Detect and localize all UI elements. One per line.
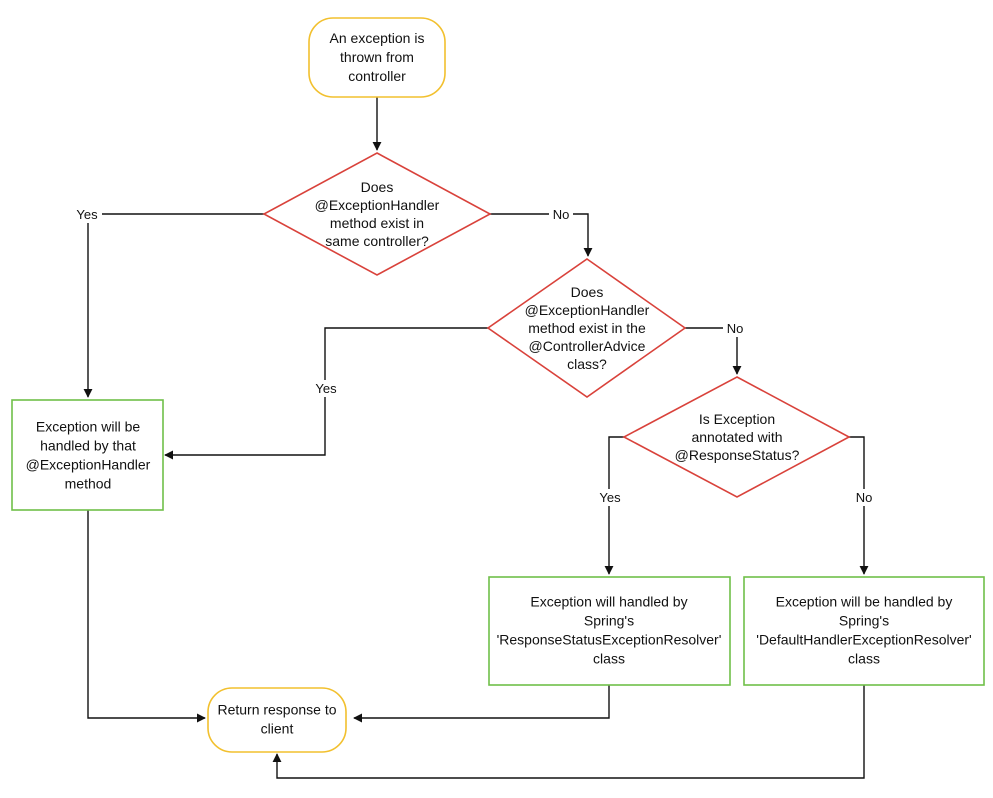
node-text-line: method	[65, 476, 112, 492]
node-end: Return response to client	[207, 687, 347, 753]
edge-label-advice-no: No	[727, 321, 744, 336]
node-end-text: Return response to client	[217, 702, 336, 737]
node-decision-same-controller: Does @ExceptionHandler method exist in same…	[262, 152, 492, 276]
edge-response-status-to-end	[353, 685, 610, 723]
node-handled-by-default-resolver-text: Exception will be handled by Spring's 'Def…	[756, 594, 971, 667]
edge-decision-status-yes	[604, 436, 624, 575]
node-handled-by-response-status-resolver: Exception will handled by Spring's 'Respon…	[488, 576, 731, 686]
node-text-line: 'ResponseStatusExceptionResolver'	[497, 632, 722, 648]
node-text-line: 'DefaultHandlerExceptionResolver'	[756, 632, 971, 648]
node-text-line: Does	[571, 284, 604, 300]
node-start: An exception is thrown from controller	[308, 17, 446, 98]
node-text-line: An exception is	[330, 30, 425, 46]
edge-label-status-yes: Yes	[599, 490, 621, 505]
node-handled-by-default-resolver: Exception will be handled by Spring's 'Def…	[743, 576, 985, 686]
node-handled-by-response-status-resolver-text: Exception will handled by Spring's 'Respon…	[497, 594, 722, 667]
node-text-line: Exception will be	[36, 419, 140, 435]
node-text-line: handled by that	[40, 438, 136, 454]
node-text-line: class	[848, 651, 880, 667]
node-text-line: Does	[361, 179, 394, 195]
node-text-line: annotated with	[691, 429, 782, 445]
node-decision-controller-advice-text: Does @ExceptionHandler method exist in the…	[525, 284, 650, 372]
node-decision-response-status: Is Exception annotated with @ResponseStatu…	[622, 376, 851, 498]
edge-decision-same-no	[490, 213, 593, 257]
edge-label-same-yes: Yes	[76, 207, 98, 222]
edge-default-to-end	[272, 685, 865, 779]
node-decision-same-controller-text: Does @ExceptionHandler method exist in same…	[315, 179, 440, 249]
node-text-line: controller	[348, 68, 406, 84]
node-text-line: Return response to	[217, 702, 336, 718]
node-decision-controller-advice: Does @ExceptionHandler method exist in the…	[486, 258, 687, 398]
node-text-line: client	[261, 721, 294, 737]
node-text-line: @ExceptionHandler	[525, 302, 650, 318]
edge-label-status-no: No	[856, 490, 873, 505]
edge-decision-same-yes	[83, 213, 264, 398]
node-text-line: Spring's	[584, 613, 634, 629]
node-start-text: An exception is thrown from controller	[330, 30, 425, 84]
edge-labels: Yes No Yes No Yes No	[72, 206, 876, 506]
node-text-line: Is Exception	[699, 411, 775, 427]
node-text-line: method exist in the	[528, 320, 646, 336]
node-handled-by-handler-text: Exception will be handled by that @Excepti…	[26, 419, 151, 492]
edge-handler-to-end	[87, 510, 206, 723]
node-text-line: same controller?	[325, 233, 429, 249]
node-text-line: @ControllerAdvice	[529, 338, 646, 354]
edge-decision-status-no	[849, 436, 869, 575]
node-text-line: Spring's	[839, 613, 889, 629]
node-text-line: @ExceptionHandler	[315, 197, 440, 213]
node-decision-response-status-text: Is Exception annotated with @ResponseStatu…	[675, 411, 800, 463]
node-text-line: class?	[567, 356, 607, 372]
node-text-line: @ExceptionHandler	[26, 457, 151, 473]
edge-label-same-no: No	[553, 207, 570, 222]
edge-label-advice-yes: Yes	[315, 381, 337, 396]
node-text-line: class	[593, 651, 625, 667]
node-handled-by-handler: Exception will be handled by that @Excepti…	[11, 399, 164, 511]
node-text-line: Exception will handled by	[530, 594, 687, 610]
node-text-line: Exception will be handled by	[776, 594, 953, 610]
node-text-line: @ResponseStatus?	[675, 447, 800, 463]
node-text-line: method exist in	[330, 215, 424, 231]
node-text-line: thrown from	[340, 49, 414, 65]
